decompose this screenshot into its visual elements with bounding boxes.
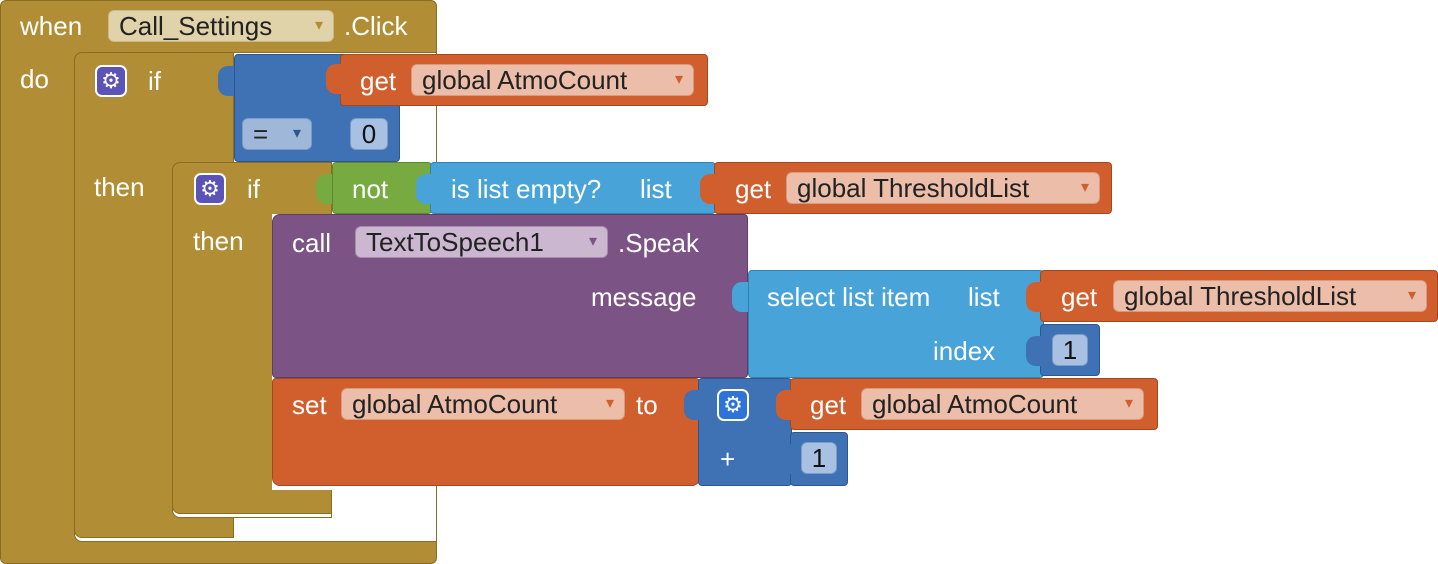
select-list-item-label: select list item: [767, 282, 931, 312]
chevron-down-icon: ▾: [674, 71, 683, 88]
chevron-down-icon: ▾: [1124, 395, 1133, 412]
variable-dropdown[interactable]: global AtmoCount ▾: [411, 64, 694, 96]
get-label: get: [810, 390, 847, 420]
chevron-down-icon: ▾: [588, 233, 597, 250]
variable-dropdown[interactable]: global ThresholdList ▾: [786, 172, 1100, 204]
do-label: do: [20, 64, 49, 94]
method-name: .Speak: [618, 228, 699, 258]
inner-then-label: then: [193, 226, 244, 256]
variable-name: global AtmoCount: [352, 389, 558, 419]
when-label: when: [20, 11, 83, 41]
component-name: Call_Settings: [119, 11, 273, 41]
variable-name: global ThresholdList: [797, 173, 1030, 203]
variable-name: global ThresholdList: [1124, 281, 1357, 311]
mutator-gear-icon[interactable]: ⚙: [194, 173, 226, 205]
speak-block[interactable]: [272, 214, 748, 378]
number-field[interactable]: 1: [801, 442, 837, 474]
component-name: TextToSpeech1: [366, 227, 544, 257]
is-list-empty-block[interactable]: [430, 162, 716, 214]
variable-name: global AtmoCount: [422, 65, 628, 95]
chevron-down-icon: ▾: [1080, 179, 1089, 196]
to-label: to: [636, 390, 658, 420]
not-label: not: [352, 174, 389, 204]
inner-if-label: if: [247, 174, 260, 204]
chevron-down-icon: ▾: [1407, 287, 1416, 304]
message-label: message: [591, 282, 697, 312]
is-list-empty-label: is list empty?: [451, 174, 602, 204]
list-label: list: [968, 282, 1000, 312]
chevron-down-icon: ▾: [292, 125, 301, 142]
chevron-down-icon: ▾: [314, 17, 323, 34]
set-label: set: [292, 390, 327, 420]
list-label: list: [640, 174, 672, 204]
number-field[interactable]: 0: [350, 118, 388, 150]
variable-dropdown[interactable]: global ThresholdList ▾: [1113, 280, 1427, 312]
get-label: get: [1061, 282, 1098, 312]
mutator-gear-icon[interactable]: ⚙: [95, 65, 127, 97]
variable-dropdown[interactable]: global AtmoCount ▾: [341, 388, 625, 420]
operator-dropdown[interactable]: = ▾: [242, 118, 312, 150]
variable-dropdown[interactable]: global AtmoCount ▾: [861, 388, 1144, 420]
component-dropdown[interactable]: TextToSpeech1 ▾: [355, 226, 608, 258]
operator-symbol: =: [253, 119, 269, 149]
mutator-gear-icon[interactable]: ⚙: [717, 389, 749, 421]
get-label: get: [360, 66, 397, 96]
chevron-down-icon: ▾: [605, 395, 614, 412]
index-label: index: [933, 336, 996, 366]
plus-label: +: [720, 444, 736, 474]
call-label: call: [292, 228, 332, 258]
variable-name: global AtmoCount: [872, 389, 1078, 419]
event-name: .Click: [344, 11, 408, 41]
select-list-item-block[interactable]: [748, 270, 1044, 378]
get-label: get: [735, 174, 772, 204]
not-block[interactable]: [332, 162, 432, 214]
component-dropdown[interactable]: Call_Settings ▾: [108, 10, 334, 42]
outer-then-label: then: [94, 172, 145, 202]
outer-if-label: if: [148, 66, 161, 96]
number-field[interactable]: 1: [1052, 334, 1088, 366]
